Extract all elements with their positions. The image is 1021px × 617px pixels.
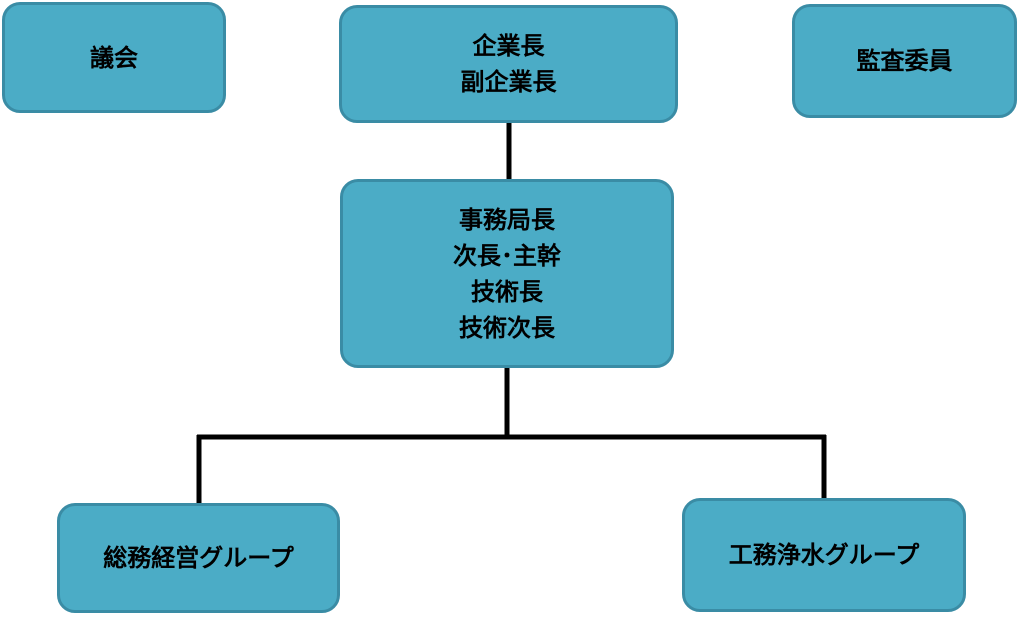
executive-box: 企業長 副企業長 — [339, 5, 678, 123]
general-affairs-label: 総務経営グループ — [103, 544, 294, 572]
engineering-label: 工務浄水グループ — [728, 541, 920, 569]
secretariat-label-3: 技術長 — [471, 277, 543, 306]
council-box: 議会 — [2, 2, 226, 113]
executive-label-2: 副企業長 — [460, 68, 557, 96]
auditor-label: 監査委員 — [856, 47, 953, 75]
general-affairs-box: 総務経営グループ — [57, 503, 340, 613]
secretariat-label-2: 次長･主幹 — [453, 241, 561, 270]
council-label: 議会 — [90, 43, 138, 72]
secretariat-label-1: 事務局長 — [459, 205, 555, 234]
executive-label-1: 企業長 — [472, 32, 545, 60]
secretariat-label-4: 技術次長 — [459, 313, 555, 342]
secretariat-box: 事務局長 次長･主幹 技術長 技術次長 — [340, 179, 674, 368]
engineering-box: 工務浄水グループ — [682, 498, 966, 612]
auditor-box: 監査委員 — [792, 4, 1017, 118]
